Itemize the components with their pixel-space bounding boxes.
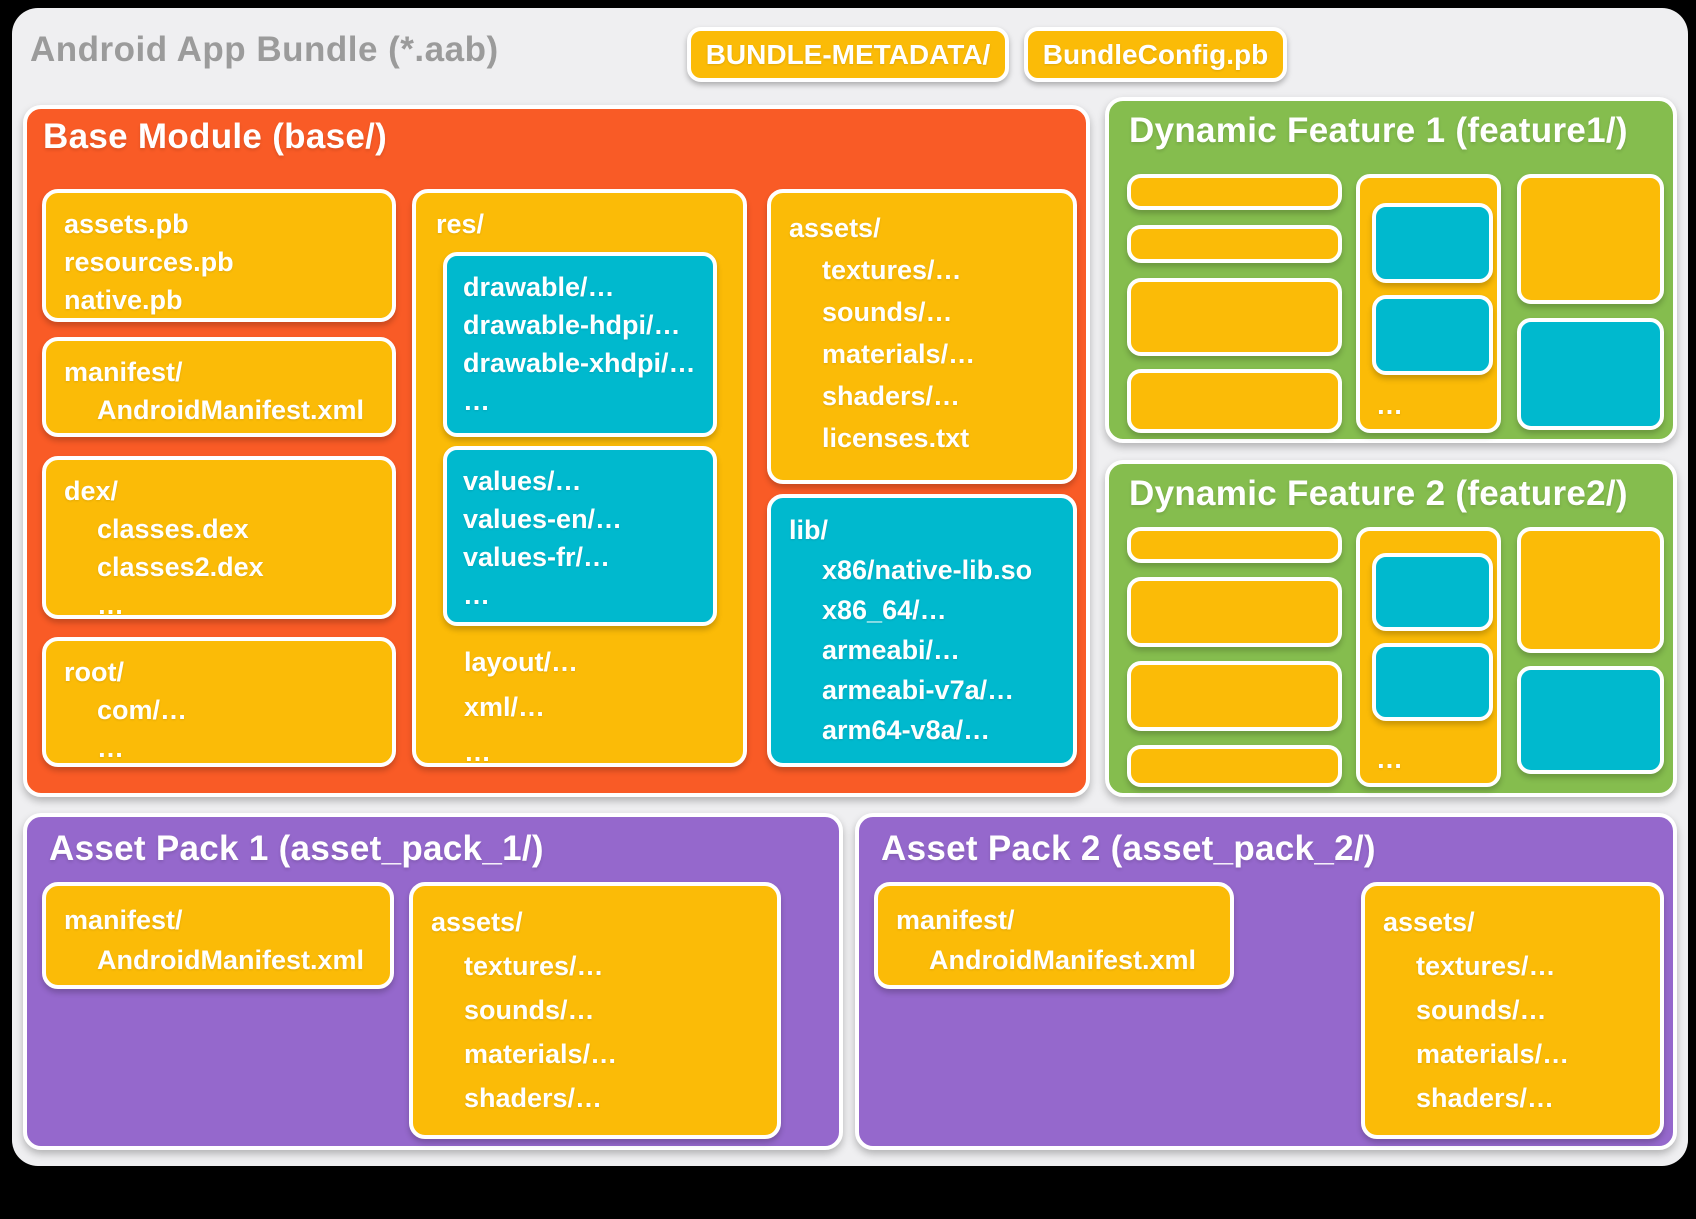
manifest-box: manifest/AndroidManifest.xml	[42, 337, 396, 437]
root-box: root/com/… …	[42, 637, 396, 767]
feature-splits-ellipsis: …	[1376, 744, 1403, 774]
file-entry: sounds/…	[822, 297, 953, 327]
feature-split-box	[1372, 643, 1493, 721]
values-box: values/… values-en/… values-fr/… …	[443, 446, 717, 626]
file-entry: manifest/	[896, 905, 1015, 935]
file-entry: layout/…	[464, 647, 579, 677]
file-entry: drawable/…	[463, 272, 615, 302]
manifest-box: manifest/AndroidManifest.xml	[42, 882, 394, 989]
feature-module-box	[1517, 527, 1664, 653]
file-entry: …	[463, 386, 490, 416]
file-entry: shaders/…	[464, 1083, 603, 1113]
res-label: res/	[436, 209, 485, 239]
feature-module-box	[1127, 661, 1342, 731]
feature-module-box	[1517, 174, 1664, 304]
dynamic-feature-2: Dynamic Feature 2 (feature2/) …	[1105, 460, 1677, 797]
feature-module-box	[1517, 318, 1664, 430]
file-entry: classes2.dex	[97, 552, 264, 582]
file-entry: …	[97, 590, 124, 619]
file-entry: textures/…	[464, 951, 604, 981]
app-bundle-card: Android App Bundle (*.aab) BUNDLE-METADA…	[12, 8, 1688, 1166]
base-module-title: Base Module (base/)	[43, 117, 388, 156]
page-title: Android App Bundle (*.aab)	[30, 30, 499, 69]
file-entry: armeabi/…	[822, 635, 961, 665]
file-entry: com/…	[97, 695, 188, 725]
feature-module-box	[1127, 577, 1342, 647]
base-module: Base Module (base/) assets.pb resources.p…	[23, 105, 1090, 797]
file-entry: resources.pb	[64, 247, 234, 277]
feature-split-box	[1372, 203, 1493, 283]
bundle-config-pill: BundleConfig.pb	[1024, 27, 1287, 82]
file-entry: values/…	[463, 466, 582, 496]
file-entry: manifest/	[64, 905, 183, 935]
res-trailing-entries: layout/… xml/… …	[416, 640, 743, 767]
file-entry: …	[464, 737, 491, 767]
feature-split-box	[1372, 553, 1493, 631]
file-entry: materials/…	[464, 1039, 618, 1069]
drawable-box: drawable/… drawable-hdpi/… drawable-xhdpi/…	[443, 252, 717, 437]
file-entry: textures/…	[822, 255, 962, 285]
feature-module-box	[1517, 666, 1664, 774]
file-entry: materials/…	[822, 339, 976, 369]
feature-module-box	[1127, 745, 1342, 787]
file-entry: classes.dex	[97, 514, 249, 544]
feature-module-box	[1127, 369, 1342, 433]
file-entry: armeabi-v7a/…	[822, 675, 1015, 705]
file-entry: assets/	[1383, 907, 1475, 937]
asset-pack-1-title: Asset Pack 1 (asset_pack_1/)	[49, 829, 544, 868]
file-entry: dex/	[64, 476, 119, 506]
file-entry: drawable-xhdpi/…	[463, 348, 696, 378]
manifest-box: manifest/AndroidManifest.xml	[874, 882, 1234, 989]
res-children: drawable/… drawable-hdpi/… drawable-xhdpi/…	[416, 252, 743, 626]
file-entry: sounds/…	[464, 995, 595, 1025]
assets-box: assets/textures/… sounds/… materials/… shad…	[767, 189, 1077, 484]
feature-module-box	[1127, 174, 1342, 210]
feature-module-box	[1127, 527, 1342, 563]
file-entry: assets/	[789, 213, 881, 243]
assets-box: assets/textures/… sounds/… materials/… shad…	[1361, 882, 1664, 1139]
dynamic-feature-1-title: Dynamic Feature 1 (feature1/)	[1129, 111, 1628, 150]
assets-box: assets/textures/… sounds/… materials/… shad…	[409, 882, 781, 1139]
file-entry: AndroidManifest.xml	[97, 395, 365, 425]
file-entry: lib/	[789, 515, 828, 545]
feature-module-box	[1127, 225, 1342, 263]
lib-box: lib/x86/native-lib.so x86_64/… armeabi/… ar…	[767, 494, 1077, 767]
asset-pack-2-title: Asset Pack 2 (asset_pack_2/)	[881, 829, 1376, 868]
file-entry: AndroidManifest.xml	[929, 945, 1197, 975]
feature-module-box	[1127, 278, 1342, 356]
file-entry: AndroidManifest.xml	[97, 945, 365, 975]
feature-config-splits-box: …	[1356, 527, 1501, 787]
asset-pack-2: Asset Pack 2 (asset_pack_2/) manifest/An…	[855, 813, 1677, 1150]
file-entry: values-fr/…	[463, 542, 611, 572]
file-entry: manifest/	[64, 357, 183, 387]
bundle-metadata-pill: BUNDLE-METADATA/	[687, 27, 1009, 82]
file-entry: xml/…	[464, 692, 546, 722]
file-entry: drawable-hdpi/…	[463, 310, 681, 340]
file-entry: textures/…	[1416, 951, 1556, 981]
file-entry: sounds/…	[1416, 995, 1547, 1025]
asset-pack-1: Asset Pack 1 (asset_pack_1/) manifest/An…	[23, 813, 843, 1150]
file-entry: root/	[64, 657, 124, 687]
feature-config-splits-box: …	[1356, 174, 1501, 433]
res-box: res/ drawable/… drawable-hdpi/… drawable-x…	[412, 189, 747, 767]
dynamic-feature-1: Dynamic Feature 1 (feature1/) …	[1105, 97, 1677, 443]
file-entry: native.pb	[64, 285, 183, 315]
file-entry: assets.pb	[64, 209, 189, 239]
file-entry: licenses.txt	[822, 423, 970, 453]
file-entry: shaders/…	[1416, 1083, 1555, 1113]
bundle-proto-box: assets.pb resources.pb native.pb	[42, 189, 396, 322]
file-entry: materials/…	[1416, 1039, 1570, 1069]
file-entry: values-en/…	[463, 504, 623, 534]
file-entry: assets/	[431, 907, 523, 937]
file-entry: …	[463, 580, 490, 610]
file-entry: x86_64/…	[822, 595, 947, 625]
dynamic-feature-2-title: Dynamic Feature 2 (feature2/)	[1129, 474, 1628, 513]
dex-box: dex/classes.dex classes2.dex …	[42, 456, 396, 619]
feature-splits-ellipsis: …	[1376, 390, 1403, 420]
file-entry: x86/native-lib.so	[822, 555, 1033, 585]
feature-split-box	[1372, 295, 1493, 375]
file-entry: arm64-v8a/…	[822, 715, 991, 745]
file-entry: shaders/…	[822, 381, 961, 411]
file-entry: …	[97, 733, 124, 763]
